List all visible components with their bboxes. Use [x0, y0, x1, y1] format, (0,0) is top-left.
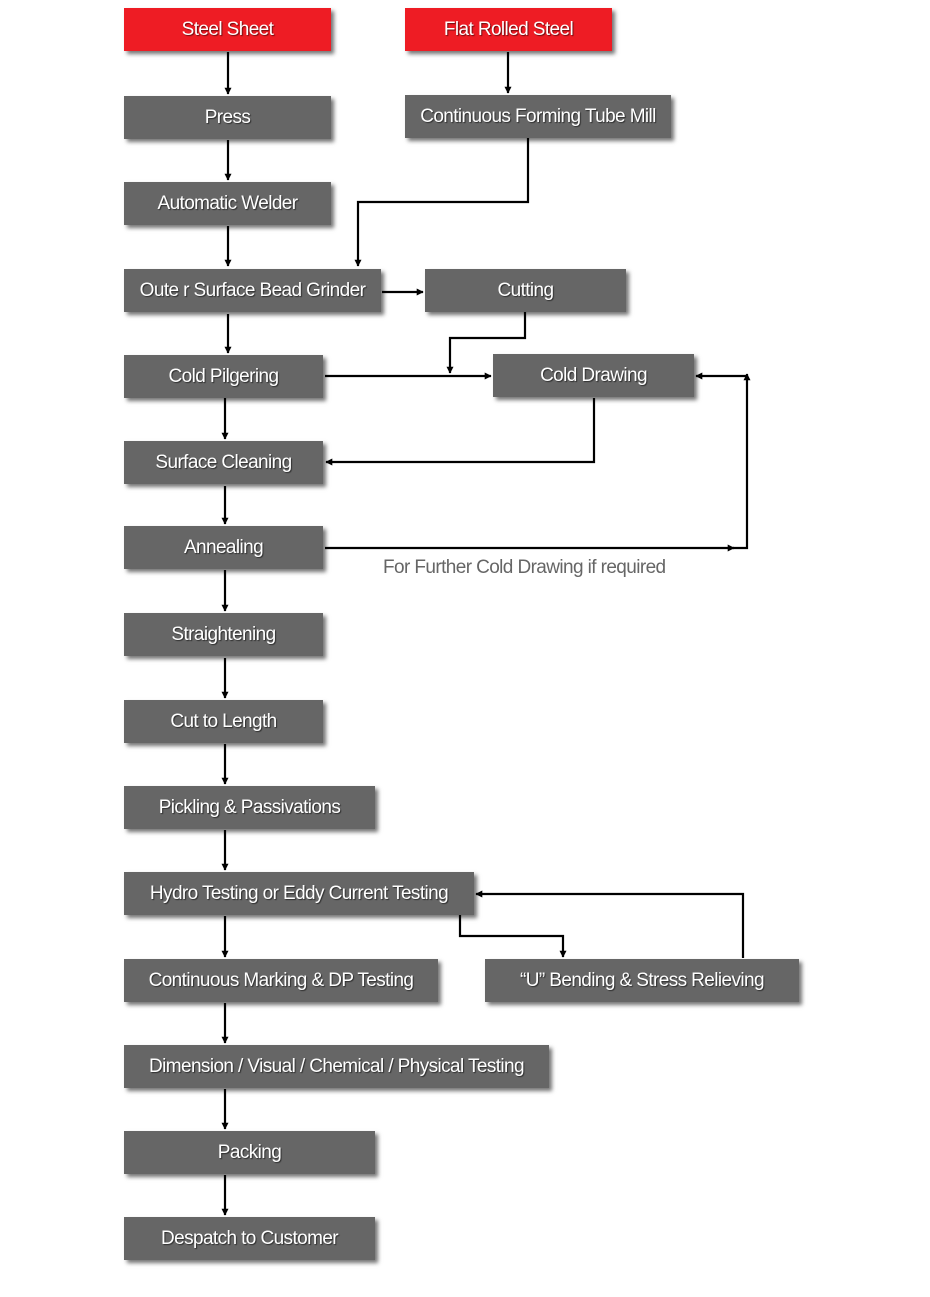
node-annealing: Annealing [124, 526, 323, 569]
node-label: Hydro Testing or Eddy Current Testing [149, 882, 449, 904]
node-despatch-to-customer: Despatch to Customer [124, 1217, 375, 1260]
node-press: Press [124, 96, 331, 139]
node-cut-to-length: Cut to Length [124, 700, 323, 743]
node-outer-surface-bead-grinder: Oute r Surface Bead Grinder [124, 269, 381, 312]
node-straightening: Straightening [124, 613, 323, 656]
node-label: “U” Bending & Stress Relieving [520, 969, 764, 991]
node-label: Packing [217, 1141, 282, 1163]
node-label: Steel Sheet [181, 18, 274, 40]
arrow-u-bending-to-hydro [475, 890, 745, 958]
node-label: Cut to Length [170, 710, 277, 732]
node-label: Continuous Marking & DP Testing [148, 969, 414, 991]
node-pickling-passivations: Pickling & Passivations [124, 786, 375, 829]
node-hydro-testing: Hydro Testing or Eddy Current Testing [124, 872, 474, 915]
node-cutting: Cutting [425, 269, 626, 312]
node-label: Cutting [497, 279, 554, 301]
arrow-tube-mill-to-grinder [354, 138, 530, 267]
node-dimension-testing: Dimension / Visual / Chemical / Physical… [124, 1045, 549, 1088]
node-label: Continuous Forming Tube Mill [420, 105, 656, 127]
node-cold-drawing: Cold Drawing [493, 354, 694, 397]
node-label: Press [204, 106, 251, 128]
arrow-loop-up-to-cold-drawing [733, 373, 751, 550]
node-flat-rolled-steel: Flat Rolled Steel [405, 8, 612, 51]
arrow-cutting-to-cold-drawing [446, 312, 527, 374]
node-label: Cold Pilgering [168, 365, 279, 387]
node-label: Surface Cleaning [155, 451, 292, 473]
node-label: Automatic Welder [157, 192, 299, 214]
node-label: Annealing [183, 536, 264, 558]
arrow-cold-drawing-to-surface-cleaning [325, 398, 596, 466]
node-steel-sheet: Steel Sheet [124, 8, 331, 51]
node-label: Straightening [171, 623, 276, 645]
node-surface-cleaning: Surface Cleaning [124, 441, 323, 484]
node-u-bending-stress-relieving: “U” Bending & Stress Relieving [485, 959, 799, 1002]
node-automatic-welder: Automatic Welder [124, 182, 331, 225]
node-label: Flat Rolled Steel [443, 18, 574, 40]
note-further-cold-drawing: For Further Cold Drawing if required [383, 557, 666, 578]
node-label: Pickling & Passivations [158, 796, 341, 818]
node-label: Despatch to Customer [160, 1227, 339, 1249]
node-continuous-marking-dp-testing: Continuous Marking & DP Testing [124, 959, 438, 1002]
node-label: Dimension / Visual / Chemical / Physical… [149, 1055, 525, 1077]
node-label: Cold Drawing [540, 364, 647, 386]
arrow-hydro-to-u-bending [458, 914, 567, 958]
node-packing: Packing [124, 1131, 375, 1174]
node-label: Oute r Surface Bead Grinder [139, 279, 366, 301]
node-continuous-forming-tube-mill: Continuous Forming Tube Mill [405, 95, 671, 138]
node-cold-pilgering: Cold Pilgering [124, 355, 323, 398]
